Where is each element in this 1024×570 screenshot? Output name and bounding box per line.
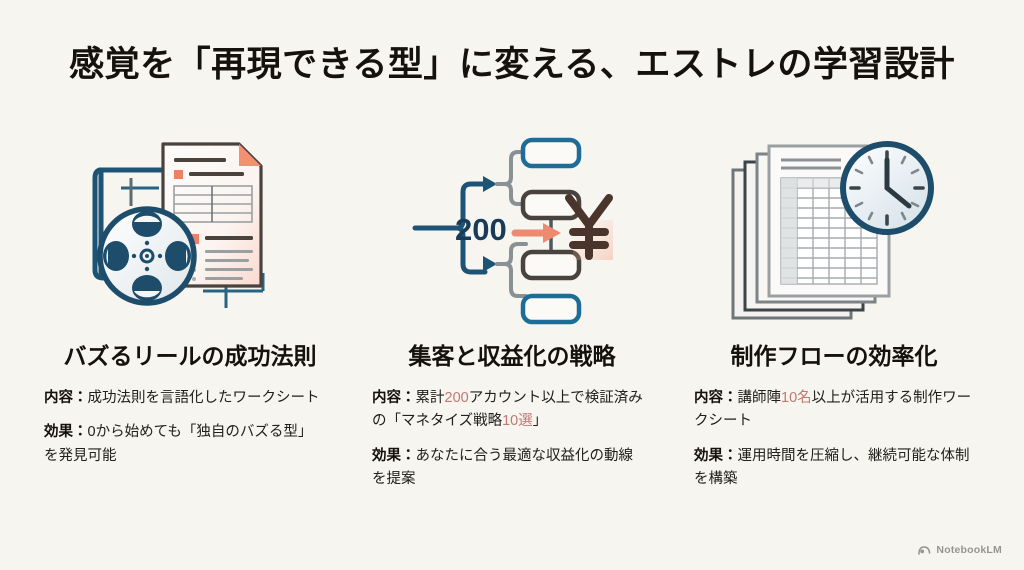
notebooklm-label: NotebookLM <box>936 544 1002 556</box>
notebooklm-watermark: NotebookLM <box>918 544 1002 556</box>
feature-columns: バズるリールの成功法則 内容：成功法則を言語化したワークシート 効果：0から始め… <box>40 128 984 492</box>
spreadsheet-stack-clock-icon <box>719 128 949 328</box>
flow-count-label: 200 <box>455 212 507 247</box>
bullet-label: 効果： <box>694 447 738 464</box>
bullet-text: あなたに合う最適な収益化の動線を提案 <box>372 447 633 488</box>
feature-column-1: バズるリールの成功法則 内容：成功法則を言語化したワークシート 効果：0から始め… <box>40 128 340 468</box>
bullet-item: 内容：累計200アカウント以上で検証済みの「マネタイズ戦略10選」 <box>372 387 644 434</box>
column-title-2: 集客と収益化の戦略 <box>408 343 616 369</box>
bullet-label: 内容： <box>44 389 88 406</box>
bullet-label: 内容： <box>372 389 416 406</box>
bullet-label: 効果： <box>44 424 88 441</box>
bullet-highlight: 10選 <box>502 413 533 430</box>
film-reel-worksheet-icon <box>75 128 305 328</box>
feature-column-2: 200 集客と収益化の戦略 <box>362 128 662 492</box>
bullet-highlight: 10名 <box>781 389 812 406</box>
column-bullets-1: 内容：成功法則を言語化したワークシート 効果：0から始めても「独自のバズる型」を… <box>44 387 326 468</box>
bullet-text: 」 <box>532 413 548 430</box>
bullet-text: 運用時間を圧縮し、継続可能な体制を構築 <box>694 447 970 488</box>
bullet-item: 効果：0から始めても「独自のバズる型」を発見可能 <box>44 421 326 468</box>
bullet-item: 効果：運用時間を圧縮し、継続可能な体制を構築 <box>694 445 972 492</box>
bullet-highlight: 200 <box>444 389 469 406</box>
bullet-text: 講師陣 <box>737 389 782 406</box>
column-bullets-2: 内容：累計200アカウント以上で検証済みの「マネタイズ戦略10選」 効果：あなた… <box>372 387 644 492</box>
column-bullets-3: 内容：講師陣10名以上が活用する制作ワークシート 効果：運用時間を圧縮し、継続可… <box>694 387 972 492</box>
bullet-text: アカウント以上で検証済みの「マネタイズ戦略 <box>372 389 643 430</box>
bullet-text: 0から始めても「独自のバズる型」を発見可能 <box>44 424 313 464</box>
column-title-1: バズるリールの成功法則 <box>63 343 317 369</box>
bullet-item: 内容：成功法則を言語化したワークシート <box>44 387 326 410</box>
notebooklm-icon <box>918 545 931 556</box>
column-title-3: 制作フローの効率化 <box>730 343 938 369</box>
bullet-text: 成功法則を言語化したワークシート <box>87 389 320 406</box>
bullet-item: 効果：あなたに合う最適な収益化の動線を提案 <box>372 445 644 492</box>
bullet-text: 以上が活用する制作ワークシート <box>694 389 972 430</box>
feature-column-3: 制作フローの効率化 内容：講師陣10名以上が活用する制作ワークシート 効果：運用… <box>684 128 984 492</box>
bullet-text: 累計 <box>415 389 445 406</box>
funnel-monetization-flow-icon: 200 <box>397 128 627 328</box>
bullet-label: 効果： <box>372 447 416 464</box>
bullet-label: 内容： <box>694 389 738 406</box>
page-title: 感覚を「再現できる型」に変える、エストレの学習設計 <box>69 45 955 84</box>
bullet-item: 内容：講師陣10名以上が活用する制作ワークシート <box>694 387 972 434</box>
